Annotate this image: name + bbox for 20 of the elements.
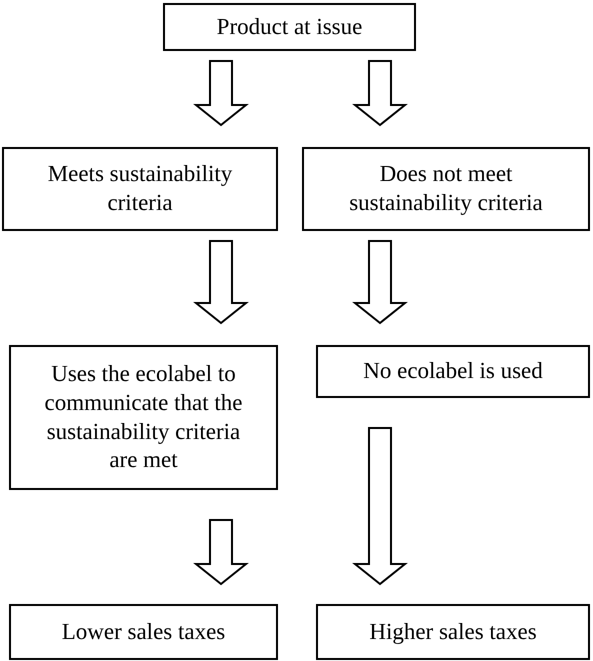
process-box — [316, 604, 590, 660]
process-box — [9, 345, 278, 490]
box-text: Higher sales taxes — [369, 618, 537, 646]
box-text: Does not meet sustainability criteria — [348, 160, 544, 217]
process-box — [163, 3, 416, 51]
process-box — [2, 147, 278, 231]
block-arrow — [352, 240, 408, 324]
box-text: Product at issue — [216, 12, 362, 41]
process-box — [9, 604, 278, 660]
block-arrow — [352, 427, 408, 586]
box-text: Meets sustainability criteria — [46, 160, 234, 217]
box-text: Uses the ecolabel to communicate that the sustainability criteria are met — [44, 360, 244, 474]
box-text: Lower sales taxes — [62, 618, 226, 646]
block-arrow — [352, 60, 408, 126]
block-arrow — [193, 60, 249, 126]
process-box — [316, 345, 590, 398]
block-arrow — [193, 240, 249, 324]
process-box — [302, 147, 590, 231]
box-text: No ecolabel is used — [363, 357, 543, 386]
block-arrow — [193, 519, 249, 586]
